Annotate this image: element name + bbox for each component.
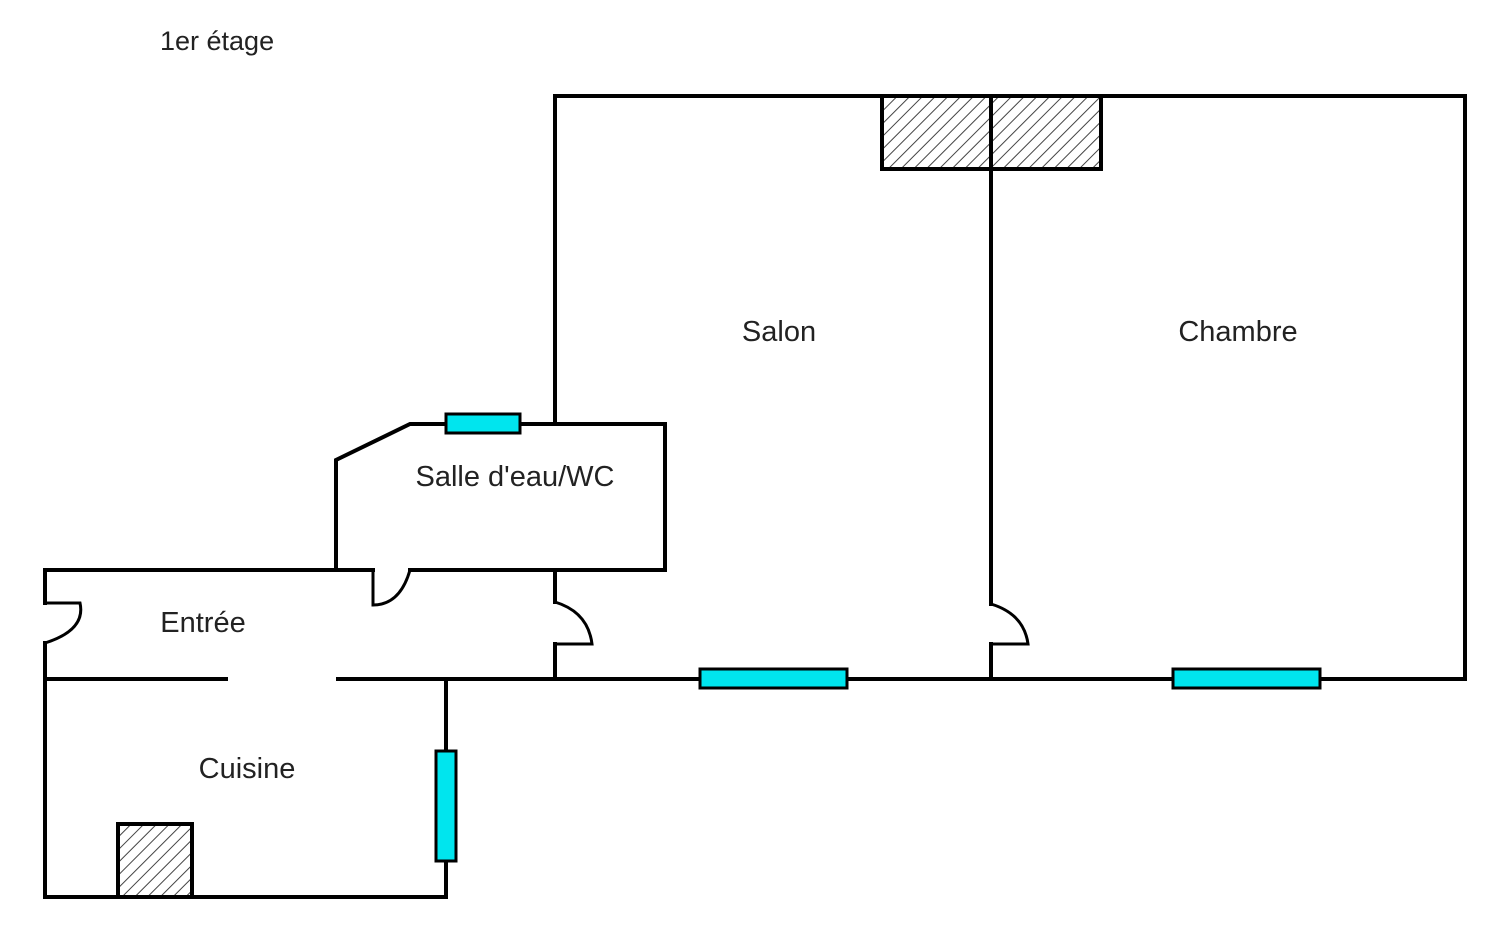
wall-salle-eau (408, 422, 667, 572)
room-label-salon: Salon (742, 316, 816, 348)
wall-cuisine (43, 677, 448, 899)
door-chambre (990, 602, 1030, 646)
chimney-cuisine (116, 822, 194, 899)
wall-salon-left (553, 94, 1467, 681)
room-label-cuisine: Cuisine (199, 753, 296, 785)
window-chambre (1171, 667, 1322, 690)
floor-title: 1er étage (160, 26, 274, 56)
window-cuisine (434, 749, 458, 863)
chimney-salon (880, 94, 993, 171)
room-label-salle-eau: Salle d'eau/WC (416, 461, 615, 493)
door-salon (554, 600, 594, 646)
window-salon (698, 667, 849, 690)
door-entree-left (44, 601, 83, 645)
wall-salle-eau-left (334, 422, 557, 572)
room-label-chambre: Chambre (1178, 316, 1297, 348)
wall-entree (43, 568, 375, 605)
door-salle-eau (371, 569, 412, 607)
chimney-chambre (989, 94, 1103, 171)
room-label-entree: Entrée (160, 607, 245, 639)
window-salle-eau (444, 412, 522, 435)
